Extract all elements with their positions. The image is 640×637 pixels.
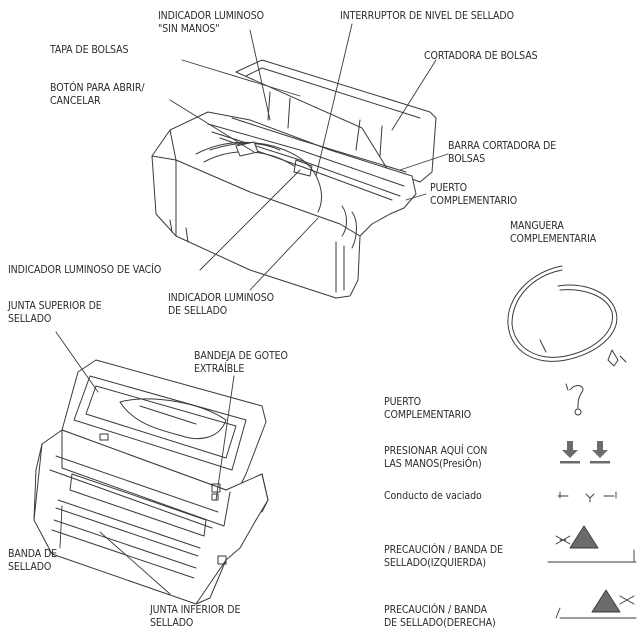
label-cortadora-bolsas: CORTADORA DE BOLSAS	[424, 50, 538, 62]
label-indicador-sin-manos: INDICADOR LUMINOSO "SIN MANOS"	[158, 10, 264, 35]
label-indicador-sellado: INDICADOR LUMINOSO DE SELLADO	[168, 292, 274, 317]
label-boton-abrir: BOTÓN PARA ABRIR/ CANCELAR	[50, 82, 145, 107]
label-tapa-bolsas: TAPA DE BOLSAS	[50, 44, 129, 56]
sealer-top-view	[151, 59, 437, 299]
hose-illustration	[507, 265, 627, 367]
label-junta-superior: JUNTA SUPERIOR DE SELLADO	[8, 300, 102, 325]
label-barra-cortadora: BARRA CORTADORA DE BOLSAS	[448, 140, 557, 165]
legend-puerto-text: PUERTO COMPLEMENTARIO	[384, 396, 472, 421]
legend-conducto-text: Conducto de vaciado	[384, 490, 482, 502]
legend-icon-conducto	[557, 491, 617, 503]
legend-icon-puerto	[565, 383, 584, 416]
legend-icon-presionar	[560, 441, 610, 464]
label-interruptor-nivel: INTERRUPTOR DE NIVEL DE SELLADO	[340, 10, 514, 22]
label-manguera: MANGUERA COMPLEMENTARIA	[510, 220, 597, 245]
label-banda-sellado: BANDA DE SELLADO	[8, 548, 57, 573]
bottom-leader-lines	[55, 331, 235, 595]
label-puerto-complementario: PUERTO COMPLEMENTARIO	[430, 182, 518, 207]
legend-presionar-text: PRESIONAR AQUÍ CON LAS MANOS(PresiÓn)	[384, 445, 488, 470]
legend-precaucion-izq-text: PRECAUCIÓN / BANDA DE SELLADO(IZQUIERDA)	[384, 544, 503, 569]
label-indicador-vacio: INDICADOR LUMINOSO DE VACÍO	[8, 264, 162, 276]
label-bandeja-goteo: BANDEJA DE GOTEO EXTRAÍBLE	[194, 350, 288, 375]
legend-icon-precaucion-der	[555, 589, 637, 619]
top-leader-lines	[169, 23, 449, 291]
legend-icon-precaucion-izq	[547, 525, 637, 563]
legend-precaucion-der-text: PRECAUCIÓN / BANDA DE SELLADO(DERECHA)	[384, 604, 496, 629]
label-junta-inferior: JUNTA INFERIOR DE SELLADO	[150, 604, 241, 629]
sealer-bottom-view	[33, 359, 269, 605]
